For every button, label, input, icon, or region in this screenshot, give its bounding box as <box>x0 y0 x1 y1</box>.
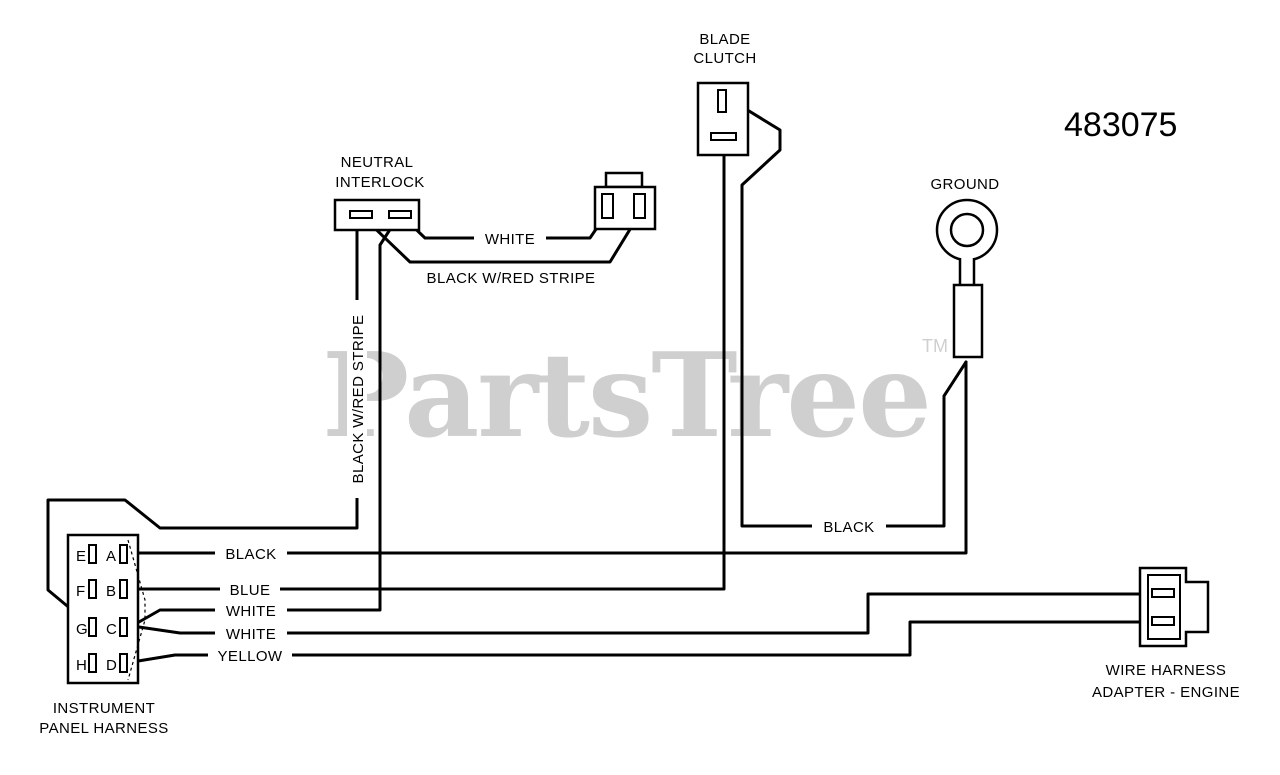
pin-e <box>88 544 97 564</box>
pin-g <box>88 617 97 637</box>
wire-label-white-interlock: WHITE <box>485 231 535 248</box>
watermark: PartsTree TM <box>322 328 948 464</box>
pin-label-d: D <box>106 657 117 674</box>
wire-label-black-red-vertical: BLACK W/RED STRIPE <box>350 315 367 484</box>
ground-ring-inner <box>949 212 985 248</box>
adapter-terminal-lower <box>1151 616 1175 626</box>
instrument-panel-harness: E F G H A B C D INSTRUMENT PANEL HARNESS <box>39 533 168 737</box>
part-number: 483075 <box>1064 106 1177 144</box>
adapter-inner <box>1147 574 1181 640</box>
pin-h <box>88 653 97 673</box>
neutral-interlock-terminal-right <box>388 210 412 219</box>
wire-blade-clutch-blue <box>130 138 726 591</box>
harness-dashed-outline <box>127 539 146 681</box>
ground-neck <box>958 258 976 288</box>
pin-label-e: E <box>76 548 86 565</box>
pin-label-g: G <box>76 621 88 638</box>
wire-label-black-red-horizontal: BLACK W/RED STRIPE <box>427 270 596 287</box>
ground-crimp <box>952 283 984 359</box>
pin-label-a: A <box>106 548 116 565</box>
pin-label-c: C <box>106 621 117 638</box>
neutral-interlock: NEUTRAL INTERLOCK <box>333 154 424 232</box>
wire-label-black-ground: BLACK <box>823 519 874 536</box>
wire-blade-clutch-black <box>734 101 968 528</box>
wire-labels: WHITE BLACK W/RED STRIPE BLACK W/RED STR… <box>208 228 886 665</box>
neutral-interlock-label-line2: INTERLOCK <box>335 174 424 191</box>
blade-clutch: BLADE CLUTCH <box>693 31 756 157</box>
wire-harness-adapter: WIRE HARNESS ADAPTER - ENGINE <box>1092 566 1240 701</box>
ground-label: GROUND <box>930 176 999 193</box>
harness-label-line1: INSTRUMENT <box>53 700 155 717</box>
wire-pin-a-black <box>130 360 968 555</box>
pin-f <box>88 579 97 599</box>
pin-a <box>119 544 128 564</box>
blade-clutch-label-line2: CLUTCH <box>693 50 756 67</box>
blade-clutch-label-line1: BLADE <box>699 31 750 48</box>
wire-label-pin-b: BLUE <box>230 582 271 599</box>
pin-label-f: F <box>76 583 85 600</box>
interlock-connector-terminal-left <box>601 193 614 219</box>
blade-clutch-terminal-upper <box>717 89 727 113</box>
pin-c <box>119 617 128 637</box>
wire-label-pin-d: YELLOW <box>218 648 283 665</box>
wire-pin-g-black-red <box>46 212 362 627</box>
pin-label-b: B <box>106 583 116 600</box>
pin-d <box>119 653 128 673</box>
wire-interlock-black-red <box>358 211 642 264</box>
wire-label-pin-c-lower: WHITE <box>226 626 276 643</box>
wire-pin-c-white-upper <box>130 212 402 628</box>
wire-label-pin-a: BLACK <box>225 546 276 563</box>
interlock-connector-cap <box>604 171 644 189</box>
adapter-label-line2: ADAPTER - ENGINE <box>1092 684 1240 701</box>
adapter-terminal-upper <box>1151 588 1175 598</box>
neutral-interlock-label-line1: NEUTRAL <box>341 154 414 171</box>
pin-b <box>119 579 128 599</box>
wire-label-pin-c-upper: WHITE <box>226 603 276 620</box>
watermark-trademark: TM <box>922 336 948 356</box>
interlock-connector-terminal-right <box>633 193 646 219</box>
wire-pin-d-yellow <box>130 620 1152 664</box>
wire-pin-c-white-lower <box>130 592 1152 635</box>
interlock-connector <box>593 171 657 231</box>
pin-label-h: H <box>76 657 87 674</box>
watermark-text: PartsTree <box>322 328 930 464</box>
adapter-label-line1: WIRE HARNESS <box>1106 662 1227 679</box>
ground-terminal: GROUND <box>930 176 999 359</box>
harness-label-line2: PANEL HARNESS <box>39 720 168 737</box>
wires <box>46 101 1152 664</box>
blade-clutch-terminal-lower <box>710 132 737 141</box>
neutral-interlock-terminal-left <box>349 210 373 219</box>
